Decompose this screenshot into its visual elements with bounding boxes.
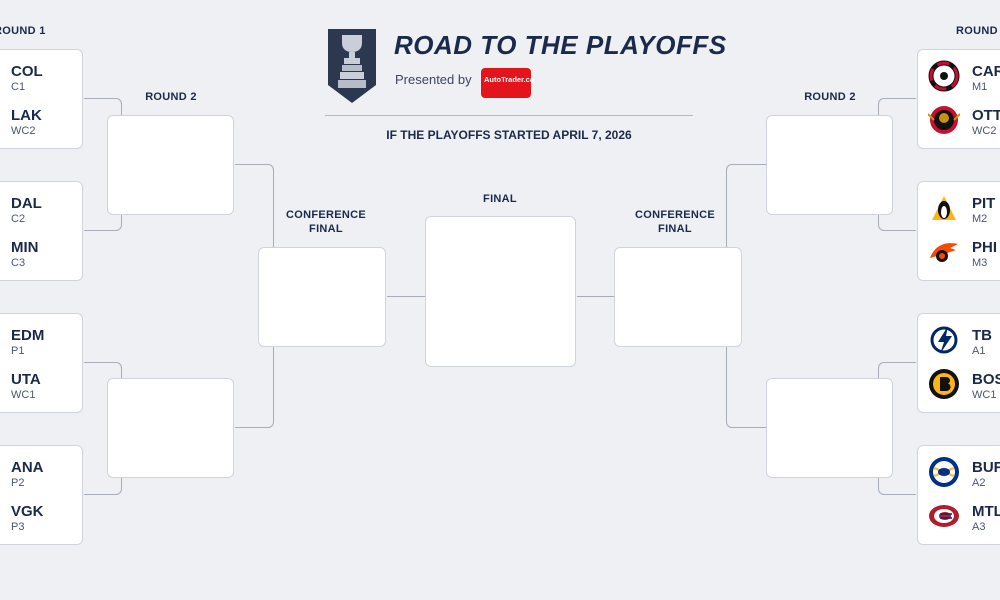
team-row[interactable]: DAL C2 [0, 188, 82, 232]
team-seed: C1 [11, 81, 26, 93]
team-row[interactable]: VGK P3 [0, 496, 82, 540]
team-row[interactable]: TB A1 [918, 320, 1000, 364]
penguins-logo-icon [932, 196, 956, 220]
west-matchup-2[interactable]: DAL C2 MIN C3 [0, 181, 83, 281]
round2-slot-east-1 [766, 115, 893, 215]
team-seed: WC1 [11, 389, 36, 401]
team-seed: P2 [11, 477, 25, 489]
team-row[interactable]: COL C1 [0, 56, 82, 100]
header-divider [325, 115, 693, 116]
sabres-logo-icon [929, 457, 959, 487]
team-abbr: VGK [11, 503, 44, 520]
east-matchup-1[interactable]: CAR M1 OTT WC2 [917, 49, 1000, 149]
east-matchup-2[interactable]: PIT M2 PHI M3 [917, 181, 1000, 281]
team-row[interactable]: UTA WC1 [0, 364, 82, 408]
conference-final-slot-east [614, 247, 742, 347]
team-abbr: BOS [972, 371, 1000, 388]
team-row[interactable]: EDM P1 [0, 320, 82, 364]
senators-logo-icon [928, 106, 960, 134]
team-row[interactable]: MTL A3 [918, 496, 1000, 540]
team-abbr: ANA [11, 459, 44, 476]
autotrader-logo[interactable]: AutoTrader.ca [481, 68, 535, 98]
flyers-logo-icon [930, 243, 958, 262]
team-abbr: DAL [11, 195, 42, 212]
team-row[interactable]: PHI M3 [918, 232, 1000, 276]
team-abbr: CAR [972, 63, 1000, 80]
team-row[interactable]: PIT M2 [918, 188, 1000, 232]
west-matchup-1[interactable]: COL C1 LAK WC2 [0, 49, 83, 149]
team-abbr: BUF [972, 459, 1000, 476]
hurricanes-logo-icon [928, 60, 960, 92]
west-matchup-3[interactable]: EDM P1 UTA WC1 [0, 313, 83, 413]
presented-by-text: Presented by [395, 72, 472, 87]
team-seed: P3 [11, 521, 25, 533]
connector [577, 296, 615, 297]
page-title: ROAD TO THE PLAYOFFS [394, 30, 727, 60]
team-abbr: UTA [11, 371, 41, 388]
team-row[interactable]: OTT WC2 [918, 100, 1000, 144]
team-abbr: TB [972, 327, 992, 344]
connector [387, 296, 425, 297]
conference-final-label-left: CONFERENCE FINAL [285, 209, 366, 235]
stanley-cup-logo [324, 25, 380, 105]
team-abbr: COL [11, 63, 43, 80]
team-seed: A1 [972, 345, 986, 357]
team-abbr: MTL [972, 503, 1000, 520]
team-row[interactable]: MIN C3 [0, 232, 82, 276]
final-slot [425, 216, 576, 367]
bruins-logo-icon [929, 369, 959, 399]
team-abbr: LAK [11, 107, 42, 124]
team-seed: M1 [972, 81, 988, 93]
conference-final-label-right: CONFERENCE FINAL [634, 209, 715, 235]
round1-label-left: ROUND 1 [0, 25, 46, 37]
sponsor-name: AutoTrader.ca [484, 75, 535, 84]
team-abbr: PIT [972, 195, 996, 212]
team-seed: C2 [11, 213, 26, 225]
team-abbr: EDM [11, 327, 45, 344]
lightning-logo-icon [930, 326, 958, 354]
team-abbr: OTT [972, 107, 1000, 124]
round2-slot-west-2 [107, 378, 234, 478]
east-matchup-4[interactable]: BUF A2 MTL A3 [917, 445, 1000, 545]
playoff-date-line: IF THE PLAYOFFS STARTED APRIL 7, 2026 [386, 128, 632, 142]
team-abbr: MIN [11, 239, 39, 256]
team-row[interactable]: CAR M1 [918, 56, 1000, 100]
team-seed: M3 [972, 257, 988, 269]
team-seed: M2 [972, 213, 988, 225]
round2-slot-west-1 [107, 115, 234, 215]
final-label: FINAL [483, 193, 517, 205]
team-row[interactable]: BUF A2 [918, 452, 1000, 496]
team-seed: WC1 [972, 389, 997, 401]
team-seed: WC2 [972, 125, 997, 137]
east-matchup-3[interactable]: TB A1 BOS WC1 [917, 313, 1000, 413]
round1-label-right: ROUND 1 [956, 25, 1000, 37]
team-seed: A2 [972, 477, 986, 489]
west-matchup-4[interactable]: ANA P2 VGK P3 [0, 445, 83, 545]
round2-slot-east-2 [766, 378, 893, 478]
team-row[interactable]: ANA P2 [0, 452, 82, 496]
team-row[interactable]: BOS WC1 [918, 364, 1000, 408]
canadiens-logo-icon [929, 505, 959, 527]
round2-label-right: ROUND 2 [804, 91, 856, 103]
team-seed: A3 [972, 521, 986, 533]
team-seed: P1 [11, 345, 25, 357]
conference-final-slot-west [258, 247, 386, 347]
round2-label-left: ROUND 2 [145, 91, 197, 103]
team-row[interactable]: LAK WC2 [0, 100, 82, 144]
team-seed: WC2 [11, 125, 36, 137]
team-abbr: PHI [972, 239, 998, 256]
team-seed: C3 [11, 257, 26, 269]
